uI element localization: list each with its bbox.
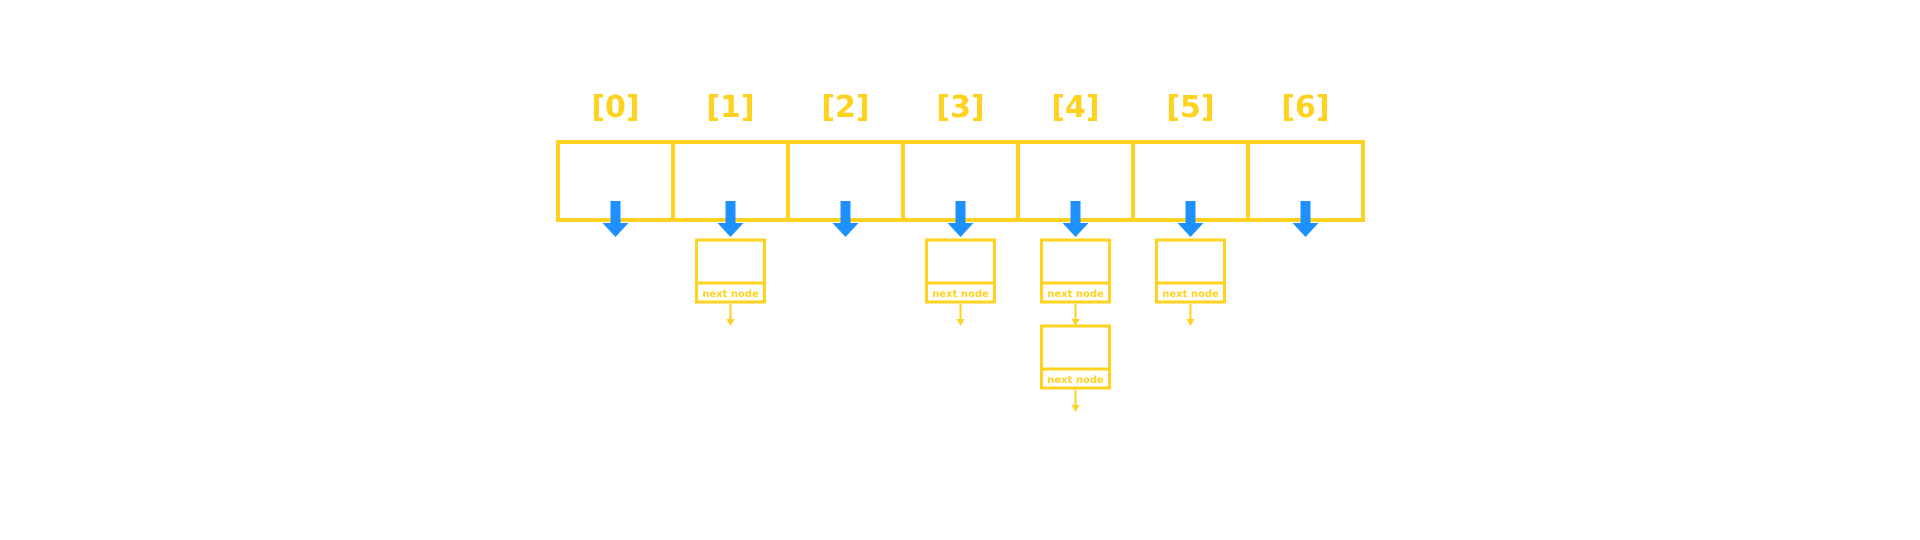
node-box	[1040, 238, 1111, 304]
node-box	[925, 238, 996, 304]
arrow-head	[717, 223, 744, 237]
arrow-down-icon	[832, 201, 859, 237]
bucket-5: next node	[1155, 201, 1226, 326]
next-node-label: next node	[1047, 289, 1104, 300]
link-head	[1071, 319, 1080, 326]
arrow-head	[1062, 223, 1089, 237]
small-arrow-down-icon	[1186, 304, 1195, 326]
arrow-head	[1292, 223, 1319, 237]
arrow-shaft	[1070, 201, 1081, 223]
bucket-6	[1292, 201, 1319, 237]
index-label: [1]	[706, 90, 754, 125]
link-head	[726, 319, 735, 326]
next-node-label: next node	[1162, 289, 1219, 300]
next-node-label: next node	[932, 289, 989, 300]
bucket-2	[832, 201, 859, 237]
arrow-head	[602, 223, 629, 237]
small-arrow-down-icon	[1071, 390, 1080, 412]
small-arrow-down-icon	[956, 304, 965, 326]
arrow-down-icon	[717, 201, 744, 237]
bucket-3: next node	[925, 201, 996, 326]
arrow-head	[1177, 223, 1204, 237]
next-node-label: next node	[702, 289, 759, 300]
arrow-shaft	[1185, 201, 1196, 223]
arrow-shaft	[955, 201, 966, 223]
index-label: [6]	[1281, 90, 1329, 125]
index-label: [0]	[591, 90, 639, 125]
link-head	[1071, 405, 1080, 412]
arrow-head	[947, 223, 974, 237]
index-label: [5]	[1166, 90, 1214, 125]
list-node: next node	[1155, 238, 1226, 326]
list-node: next node	[695, 238, 766, 326]
bucket-4: next node next node	[1040, 201, 1111, 412]
arrow-down-icon	[947, 201, 974, 237]
arrow-down-icon	[1292, 201, 1319, 237]
index-label: [4]	[1051, 90, 1099, 125]
small-arrow-down-icon	[1071, 304, 1080, 326]
list-node: next node	[925, 238, 996, 326]
bucket-0	[602, 201, 629, 237]
bucket-1: next node	[695, 201, 766, 326]
next-node-label: next node	[1047, 375, 1104, 386]
arrow-shaft	[610, 201, 621, 223]
arrow-down-icon	[1062, 201, 1089, 237]
index-label: [3]	[936, 90, 984, 125]
arrow-shaft	[840, 201, 851, 223]
arrow-shaft	[725, 201, 736, 223]
node-box	[1040, 324, 1111, 390]
link-head	[1186, 319, 1195, 326]
list-node: next node	[1040, 238, 1111, 326]
arrow-shaft	[1300, 201, 1311, 223]
index-label: [2]	[821, 90, 869, 125]
arrow-head	[832, 223, 859, 237]
node-box	[1155, 238, 1226, 304]
arrow-down-icon	[1177, 201, 1204, 237]
small-arrow-down-icon	[726, 304, 735, 326]
node-box	[695, 238, 766, 304]
link-head	[956, 319, 965, 326]
arrow-down-icon	[602, 201, 629, 237]
list-node: next node	[1040, 324, 1111, 412]
